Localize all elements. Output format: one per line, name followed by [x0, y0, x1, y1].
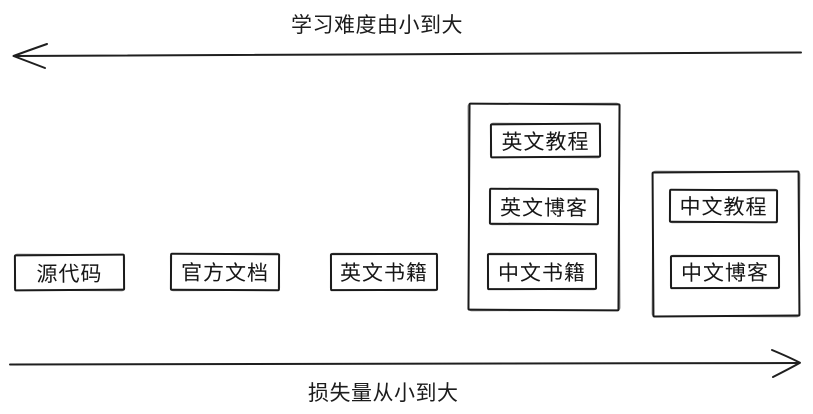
node-chinese-tutorials: 中文教程 — [668, 188, 779, 224]
node-label: 中文教程 — [679, 195, 768, 220]
node-official-docs: 官方文档 — [169, 252, 281, 292]
top-axis-label: 学习难度由小到大 — [291, 14, 463, 37]
node-label: 英文博客 — [499, 196, 589, 220]
node-chinese-books: 中文书籍 — [486, 252, 598, 291]
node-english-books: 英文书籍 — [329, 252, 439, 292]
node-english-blogs: 英文博客 — [488, 187, 600, 226]
node-label: 源代码 — [36, 262, 103, 286]
bottom-axis-label: 损失量从小到大 — [308, 382, 459, 405]
right-arrow-icon — [9, 349, 801, 378]
node-english-tutorials: 英文教程 — [489, 122, 602, 159]
node-chinese-blogs: 中文博客 — [669, 254, 781, 290]
node-label: 英文教程 — [501, 130, 590, 154]
node-label: 英文书籍 — [339, 261, 429, 286]
node-label: 中文博客 — [680, 261, 770, 286]
node-source-code: 源代码 — [13, 253, 126, 292]
left-arrow-icon — [12, 43, 802, 69]
node-label: 中文书籍 — [497, 261, 587, 285]
node-label: 官方文档 — [180, 261, 270, 286]
